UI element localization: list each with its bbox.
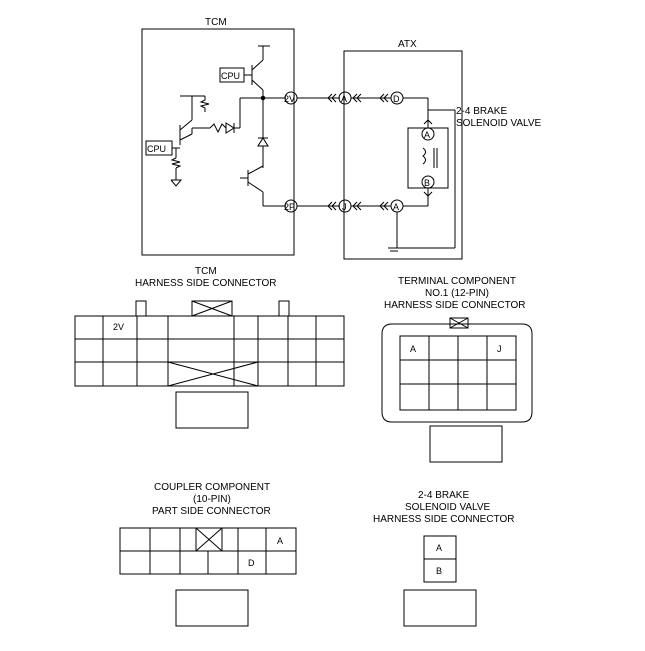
coupler-title-3: PART SIDE CONNECTOR [152,506,271,517]
tcm-pin-2v: 2V [113,322,125,332]
terminal-2p-label: 2P [284,202,296,212]
atx-label: ATX [398,39,417,50]
valve-conn-title-3: HARNESS SIDE CONNECTOR [373,514,515,525]
terminal-pin-j: J [497,344,502,354]
node-d-label: D [393,94,400,104]
terminal-title-3: HARNESS SIDE CONNECTOR [384,300,526,311]
valve-label-1: 2-4 BRAKE [456,106,508,117]
coil-a-label: A [424,130,431,140]
tcm-box [141,28,295,256]
valve-conn-title-2: SOLENOID VALVE [405,502,491,513]
node-j-mid-label: J [342,202,347,212]
atx-box [343,50,463,260]
terminal-title-2: NO.1 (12-PIN) [425,288,489,299]
terminal-2v-label: 2V [284,94,296,104]
coupler-pin-d: D [248,558,255,568]
tcm-connector-title-1: TCM [195,266,217,277]
valve-label-2: SOLENOID VALVE [456,118,542,129]
terminal-title-1: TERMINAL COMPONENT [398,276,516,287]
terminal-pin-a: A [410,344,417,354]
cpu-left-label: CPU [147,144,167,154]
coupler-title-1: COUPLER COMPONENT [154,482,271,493]
coupler-pin-a: A [277,536,284,546]
cpu-top-label: CPU [221,71,241,81]
tcm-label: TCM [205,17,227,28]
valve-pin-a: A [436,543,443,553]
coupler-title-2: (10-PIN) [193,494,231,505]
coil-b-label: B [424,178,431,188]
node-a-mid-label: A [341,94,348,104]
valve-conn-title-1: 2-4 BRAKE [418,490,470,501]
valve-pin-b: B [436,566,443,576]
node-a-low-label: A [393,202,400,212]
tcm-connector-title-2: HARNESS SIDE CONNECTOR [135,278,277,289]
